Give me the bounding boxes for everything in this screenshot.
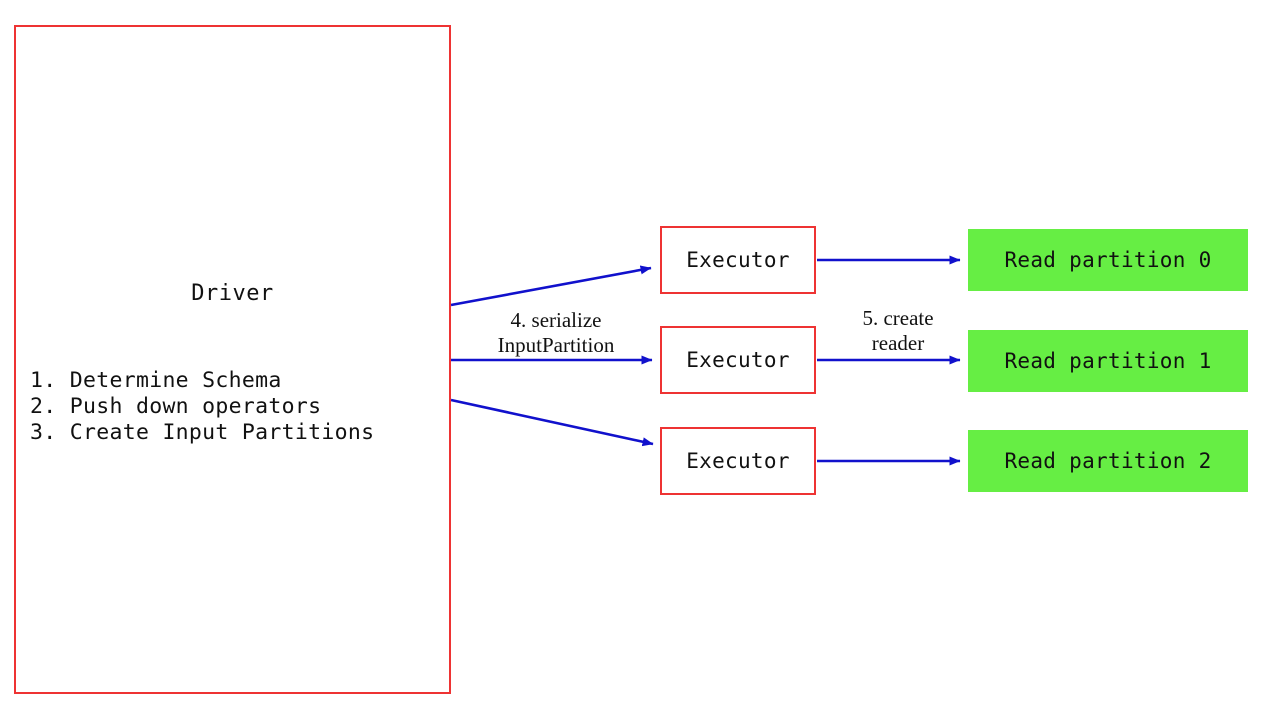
- driver-steps-list: 1. Determine Schema 2. Push down operato…: [30, 368, 375, 445]
- edge-label-create-reader: 5. create reader: [862, 306, 934, 355]
- edge-label-serialize-inputpartition: 4. serialize InputPartition: [497, 308, 615, 357]
- executor-node-3: Executor: [660, 427, 816, 495]
- executor-node-1: Executor: [660, 226, 816, 294]
- read-partition-node-2: Read partition 2: [968, 430, 1248, 492]
- edge-driver-to-executor-1: [450, 265, 652, 307]
- driver-node: Driver 1. Determine Schema 2. Push down …: [14, 25, 451, 694]
- read-partition-node-0: Read partition 0: [968, 229, 1248, 291]
- edge-driver-to-executor-3: [450, 398, 654, 447]
- driver-title: Driver: [191, 281, 274, 306]
- executor-node-2: Executor: [660, 326, 816, 394]
- read-partition-node-1: Read partition 1: [968, 330, 1248, 392]
